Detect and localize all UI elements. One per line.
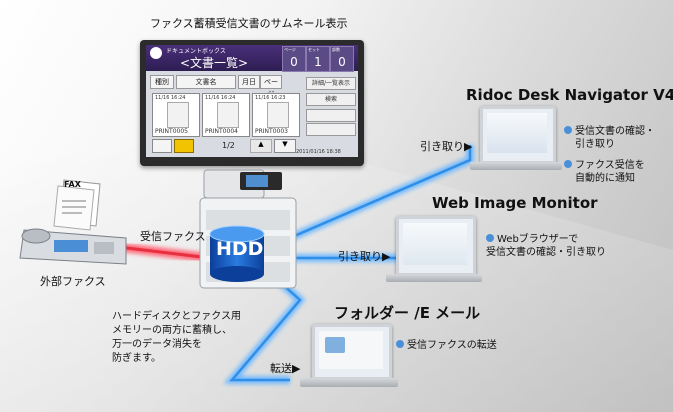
folder-bullet-1: 受信ファクスの転送 <box>396 340 497 353</box>
page-indicator: 1/2 <box>222 141 235 150</box>
panel-caption: ファクス蓄積受信文書のサムネール表示 <box>150 17 348 30</box>
ridoc-laptop-screen <box>480 106 556 164</box>
tab-document-name[interactable]: 文書名 <box>176 75 236 89</box>
list-icon[interactable] <box>152 139 172 153</box>
ridoc-bullet-1: 受信文書の確認・ 引き取り <box>564 126 655 151</box>
tab-type[interactable]: 種別 <box>150 75 174 89</box>
folder-icon <box>325 337 345 353</box>
thumbnail[interactable]: 11/16 16:24 PRINT0004 <box>202 93 250 137</box>
wim-laptop-screen <box>396 216 476 276</box>
ridoc-arrow-label: 引き取り▶ <box>420 140 473 153</box>
hdd-icon <box>209 225 265 282</box>
fax-machine <box>19 179 127 265</box>
fax-arrow-label: 受信ファクス <box>140 230 206 243</box>
thumbnail[interactable]: 11/16 16:23 PRINT0003 <box>252 93 300 137</box>
list-view-button[interactable]: 詳細/一覧表示 <box>306 77 356 90</box>
web-image-monitor-title: Web Image Monitor <box>432 194 598 212</box>
fax-paper-label: FAX <box>64 180 81 189</box>
document-box-icon <box>150 47 162 59</box>
search-button[interactable]: 検索 <box>306 93 356 106</box>
thumbnail[interactable]: 11/16 16:24 PRINT0005 <box>152 93 200 137</box>
ridoc-bullet-2: ファクス受信を 自動的に通知 <box>564 160 645 185</box>
screen-title: <文書一覧> <box>180 56 249 70</box>
wim-arrow-label: 引き取り▶ <box>338 250 391 263</box>
folder-laptop-screen <box>312 324 392 380</box>
tab-pages[interactable]: ページ <box>260 75 282 98</box>
folder-laptop-base <box>300 378 398 387</box>
ridoc-title: Ridoc Desk Navigator V4 <box>466 86 673 104</box>
page-up-button[interactable]: ▲ <box>250 139 272 153</box>
hdd-label: HDD <box>216 238 264 260</box>
folder-email-title: フォルダー /E メール <box>334 304 481 322</box>
screen-datetime: 2011/01/16 18:38 <box>296 149 341 155</box>
storage-note: ハードディスクとファクス用 メモリーの両方に蓄積し、 万一のデータ消失を 防ぎま… <box>112 311 241 364</box>
thumbnail-view-icon[interactable] <box>174 139 194 153</box>
tab-date[interactable]: 月日 <box>238 75 260 89</box>
screen-breadcrumb: ドキュメントボックス <box>166 48 226 55</box>
fax-to-hdd-line <box>109 241 211 263</box>
page-down-button[interactable]: ▼ <box>274 139 296 153</box>
wim-bullet-1: Webブラウザーで 受信文書の確認・引き取り <box>486 234 606 258</box>
ridoc-laptop-base <box>470 162 562 170</box>
external-fax-label: 外部ファクス <box>40 275 106 288</box>
folder-arrow-label: 転送▶ <box>270 362 301 375</box>
wim-laptop-base <box>386 274 482 282</box>
